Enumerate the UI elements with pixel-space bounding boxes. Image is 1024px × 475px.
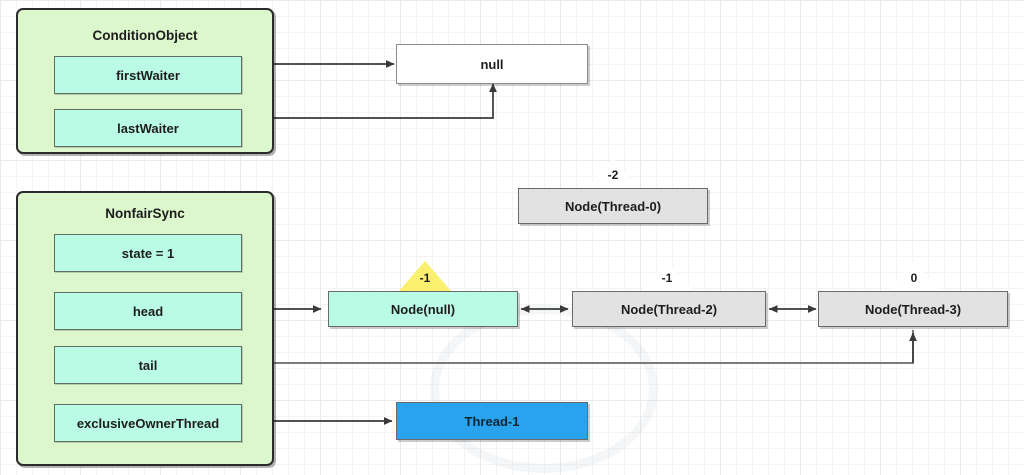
- field-last-waiter-label: lastWaiter: [117, 120, 179, 136]
- node-null-label: Node(null): [390, 301, 456, 317]
- node-thread-2-label: Node(Thread-2): [620, 301, 718, 317]
- wait-status-thread-3-label: 0: [910, 271, 918, 285]
- field-tail-label: tail: [138, 357, 158, 373]
- node-thread-0-label: Node(Thread-0): [564, 198, 662, 214]
- thread-1-box[interactable]: Thread-1: [396, 402, 588, 440]
- edge-last-waiter-to-null: [243, 83, 497, 119]
- wait-status-thread-2-label: -1: [661, 271, 673, 285]
- field-first-waiter-label: firstWaiter: [116, 67, 180, 83]
- field-state-label: state = 1: [121, 245, 175, 261]
- null-box[interactable]: null: [396, 44, 588, 84]
- node-thread-2[interactable]: Node(Thread-2): [572, 291, 766, 327]
- field-first-waiter[interactable]: firstWaiter: [54, 56, 242, 94]
- nonfair-sync-title: NonfairSync: [105, 206, 185, 221]
- node-thread-3[interactable]: Node(Thread-3): [818, 291, 1008, 327]
- wait-status-triangle-thread-0: -2: [585, 156, 640, 188]
- wait-status-triangle-node-null: -1: [397, 259, 452, 291]
- wait-status-thread-0-label: -2: [607, 168, 619, 182]
- wait-status-triangle-thread-3: 0: [886, 259, 941, 291]
- node-null[interactable]: Node(null): [328, 291, 518, 327]
- field-tail[interactable]: tail: [54, 346, 242, 384]
- field-last-waiter[interactable]: lastWaiter: [54, 109, 242, 147]
- field-exclusive-owner-thread-label: exclusiveOwnerThread: [76, 415, 220, 431]
- field-head-label: head: [132, 303, 164, 319]
- edge-node-thread-3-to-tail: [247, 330, 914, 367]
- node-thread-0[interactable]: Node(Thread-0): [518, 188, 708, 224]
- field-state[interactable]: state = 1: [54, 234, 242, 272]
- null-box-label: null: [480, 56, 504, 72]
- field-head[interactable]: head: [54, 292, 242, 330]
- wait-status-node-null-label: -1: [419, 271, 431, 285]
- condition-object-title: ConditionObject: [92, 28, 198, 43]
- thread-1-box-label: Thread-1: [464, 413, 520, 429]
- field-exclusive-owner-thread[interactable]: exclusiveOwnerThread: [54, 404, 242, 442]
- condition-object-group[interactable]: ConditionObject firstWaiter lastWaiter: [16, 8, 274, 154]
- node-thread-3-label: Node(Thread-3): [864, 301, 962, 317]
- nonfair-sync-group[interactable]: NonfairSync state = 1 head tail exclusiv…: [16, 191, 274, 466]
- wait-status-triangle-thread-2: -1: [639, 259, 694, 291]
